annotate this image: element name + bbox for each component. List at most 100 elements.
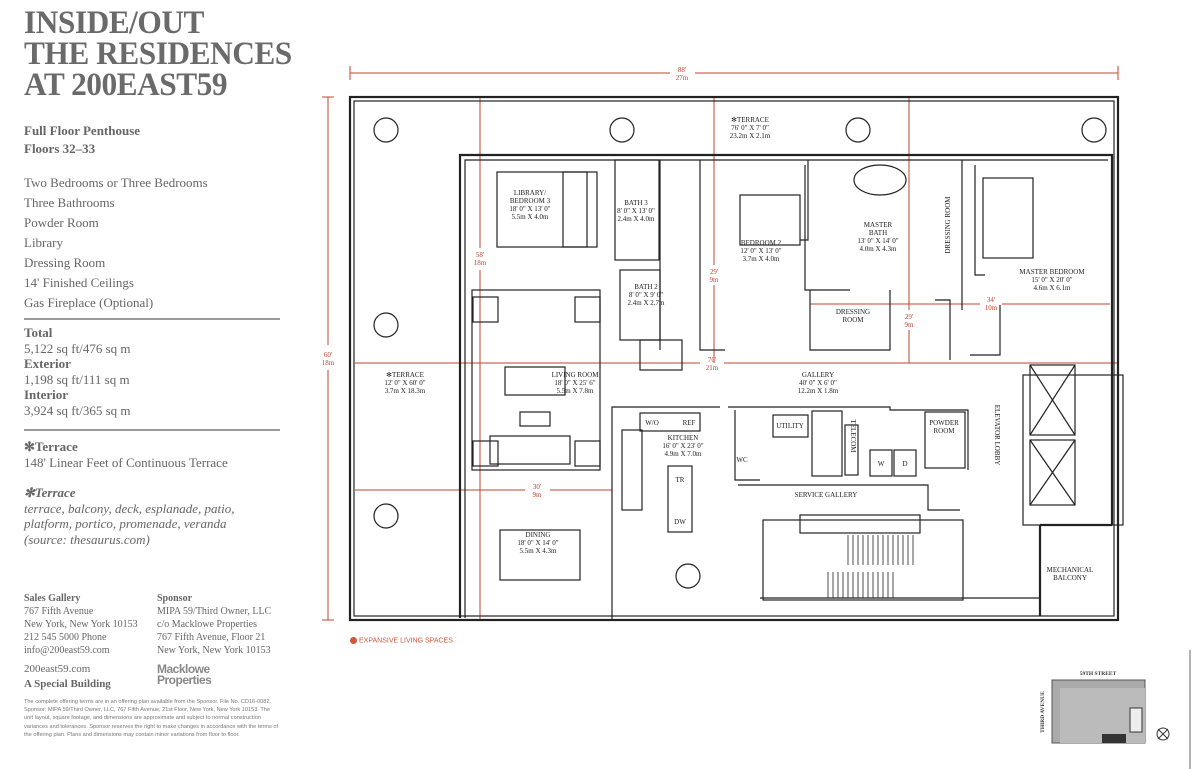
sales-phone: 212 545 5000 Phone	[24, 632, 107, 643]
dishwasher-label: DW	[674, 518, 686, 526]
master-bedroom-dims: 15' 0" X 20' 0"	[1031, 276, 1072, 284]
terrace-heading: ✻Terrace	[24, 439, 78, 454]
title-line: THE RESIDENCES	[24, 36, 292, 72]
bath3-metric: 2.4m X 4.0m	[618, 215, 656, 223]
master-bath-label: BATH	[869, 229, 887, 237]
total-label: Total	[24, 325, 53, 340]
dim-width-ft: 88'	[678, 66, 686, 74]
dim-label: 9m	[905, 321, 915, 329]
living-room-dims: 18' 0" X 25' 6"	[554, 379, 595, 387]
street-label: 59TH STREET	[1080, 671, 1117, 677]
dim-depth-m: 18m	[322, 359, 335, 367]
walls	[348, 95, 1124, 622]
terrace-left-dims: 12' 0" X 60' 0"	[384, 379, 425, 387]
dimension-labels: 88' 27m 60' 18m 58' 18m 29' 9m 29' 9m 34…	[322, 66, 998, 499]
total-value: 5,122 sq ft/476 sq m	[24, 340, 131, 356]
dining-metric: 5.5m X 4.3m	[520, 547, 558, 555]
terrace-italic-heading: ✻Terrace	[24, 485, 76, 500]
feature-item: Library	[24, 235, 63, 250]
logo-line: Macklowe	[157, 662, 210, 676]
bath2-metric: 2.4m X 2.7m	[628, 299, 666, 307]
feature-item: Two Bedrooms or Three Bedrooms	[24, 175, 208, 190]
disclaimer: The complete offering terms are in an of…	[24, 699, 279, 738]
divider	[24, 429, 280, 431]
dim-label: 9m	[533, 491, 543, 499]
sales-line: 767 Fifth Avenue	[24, 606, 94, 617]
legend: EXPANSIVE LIVING SPACES	[350, 637, 453, 644]
telecom-label: TELECOM	[849, 419, 857, 453]
terrace-top-dims: 76' 0" X 7' 0"	[731, 124, 769, 132]
terrace-source: (source: thesaurus.com)	[24, 531, 150, 547]
sponsor-line: c/o Macklowe Properties	[157, 619, 257, 630]
mechanical-balcony-label: MECHANICAL	[1047, 566, 1094, 574]
living-room-label: LIVING ROOM	[552, 371, 600, 379]
terrace-top-metric: 23.2m X 2.1m	[730, 132, 771, 140]
sales-line: New York, New York 10153	[24, 619, 138, 630]
key-plan: 59TH STREET THIRD AVENUE	[1040, 671, 1170, 744]
avenue-label: THIRD AVENUE	[1040, 691, 1046, 733]
dining-label: DINING	[526, 531, 551, 539]
service-gallery-label: SERVICE GALLERY	[795, 491, 858, 499]
interior-value: 3,924 sq ft/365 sq m	[24, 402, 131, 418]
kitchen-metric: 4.9m X 7.0m	[665, 450, 703, 458]
interior-label: Interior	[24, 387, 69, 402]
dressing-room-vertical-label: DRESSING ROOM	[944, 196, 952, 254]
master-bath-dims: 13' 0" X 14' 0"	[857, 237, 898, 245]
website-link[interactable]: 200east59.com	[24, 663, 91, 675]
kitchen-label: KITCHEN	[668, 434, 699, 442]
trash-label: TR	[676, 476, 685, 484]
dressing-room-label: ROOM	[842, 316, 864, 324]
title-line: INSIDE/OUT	[24, 5, 204, 41]
feature-item: 14' Finished Ceilings	[24, 275, 134, 290]
utility-label: UTILITY	[776, 422, 804, 430]
sales-heading: Sales Gallery	[24, 593, 81, 604]
bedroom2-label: BEDROOM 2	[741, 239, 782, 247]
powder-room-label: POWDER	[929, 419, 959, 427]
dryer-label: D	[902, 460, 907, 468]
terrace-top-label: ✻TERRACE	[731, 116, 769, 124]
features-list: Two Bedrooms or Three Bedrooms Three Bat…	[24, 173, 208, 313]
dressing-room-label: DRESSING	[836, 308, 870, 316]
library-dims: 18' 0" X 13' 0"	[509, 205, 550, 213]
terrace-left-label: ✻TERRACE	[386, 371, 424, 379]
master-bath-label: MASTER	[864, 221, 893, 229]
feature-item: Dressing Room	[24, 255, 106, 270]
unit-type: Full Floor Penthouse	[24, 123, 141, 138]
compass-icon	[1156, 727, 1170, 741]
powder-room-label: ROOM	[933, 427, 955, 435]
stairs	[827, 535, 914, 598]
feature-item: Gas Fireplace (Optional)	[24, 295, 154, 310]
dim-label: 30'	[533, 483, 541, 491]
room-labels: ✻TERRACE 76' 0" X 7' 0" 23.2m X 2.1m ✻TE…	[384, 116, 1093, 582]
gallery-metric: 12.2m X 1.8m	[798, 387, 839, 395]
website-block: 200east59.com A Special Building	[24, 662, 111, 692]
sponsor: Sponsor MIPA 59/Third Owner, LLC c/o Mac…	[157, 592, 271, 657]
exterior-label: Exterior	[24, 356, 71, 371]
floors: Floors 32–33	[24, 141, 96, 156]
dim-width-m: 27m	[676, 74, 689, 82]
dim-label: 34'	[987, 296, 995, 304]
wc-label: WC	[736, 456, 748, 464]
gallery-dims: 40' 0" X 6' 0"	[799, 379, 837, 387]
terrace-text: 148' Linear Feet of Continuous Terrace	[24, 454, 228, 470]
dim-label: 9m	[710, 276, 720, 284]
gallery-label: GALLERY	[802, 371, 834, 379]
sponsor-heading: Sponsor	[157, 593, 193, 604]
library-metric: 5.5m X 4.0m	[512, 213, 550, 221]
mechanical-balcony-label: BALCONY	[1053, 574, 1087, 582]
dim-label: 70'	[708, 356, 716, 364]
bath3-dims: 8' 0" X 13' 0"	[617, 207, 655, 215]
area-summary: Total 5,122 sq ft/476 sq m Exterior 1,19…	[24, 325, 131, 418]
sponsor-line: New York, New York 10153	[157, 645, 271, 656]
dining-dims: 18' 0" X 14' 0"	[517, 539, 558, 547]
sales-email[interactable]: info@200east59.com	[24, 645, 110, 656]
dim-label: 29'	[905, 313, 913, 321]
tagline: A Special Building	[24, 678, 111, 690]
dim-label: 58'	[476, 251, 484, 259]
washer-label: W	[878, 460, 885, 468]
sales-gallery: Sales Gallery 767 Fifth Avenue New York,…	[24, 592, 138, 657]
library-label: BEDROOM 3	[510, 197, 551, 205]
title-line: AT 200EAST59	[24, 67, 228, 103]
dim-label: 21m	[706, 364, 719, 372]
furniture	[472, 164, 1034, 589]
